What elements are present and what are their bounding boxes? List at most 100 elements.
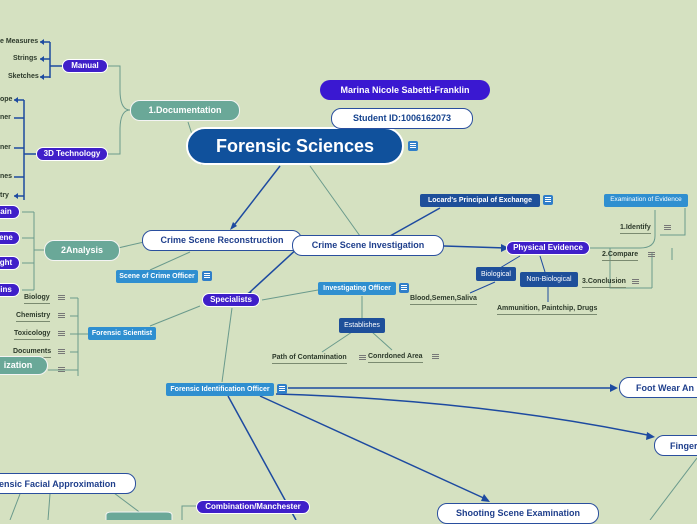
non-biological-node[interactable]: Non-Biological [520, 272, 578, 287]
exam-step-conclusion[interactable]: 3.Conclusion [582, 278, 626, 288]
partial-node [105, 511, 173, 520]
path-of-contamination[interactable]: Path of Contamination [272, 354, 347, 364]
arrowhead [40, 56, 44, 62]
link-fio-finger [275, 393, 653, 437]
combination-node[interactable]: Combination/Manchester [196, 500, 310, 514]
note-icon[interactable] [648, 252, 655, 258]
fs-toxicology[interactable]: Toxicology [14, 330, 51, 340]
link-spec-fio [221, 307, 233, 383]
link-doc-manual [108, 65, 131, 111]
biological-detail[interactable]: Blood,Semen,Saliva [410, 295, 477, 305]
link-manual-children [40, 41, 62, 78]
link-exam [588, 210, 656, 249]
tech3d-child-2[interactable]: ner [0, 114, 11, 121]
fs-chemistry[interactable]: Chemistry [16, 312, 51, 322]
arrowhead [610, 384, 618, 392]
finger-node[interactable]: Finger [654, 435, 697, 456]
link-physical-nonbio [539, 255, 546, 273]
establishes-node[interactable]: Establishes [339, 318, 385, 333]
fs-biology[interactable]: Biology [24, 294, 50, 304]
exam-step-compare[interactable]: 2.Compare [602, 251, 639, 261]
note-icon[interactable] [58, 349, 65, 355]
specialists-node[interactable]: Specialists [202, 293, 260, 307]
link-bio-detail [469, 281, 496, 294]
arrowhead [40, 39, 44, 45]
manual-child-strings[interactable]: Strings [13, 55, 38, 62]
examination-node[interactable]: Examination of Evidence [604, 194, 688, 207]
shooting-scene-node[interactable]: Shooting Scene Examination [437, 503, 599, 524]
analysis-node[interactable]: 2Analysis [44, 240, 120, 261]
tech3d-child-3[interactable]: ner [0, 144, 11, 151]
arrowhead [14, 193, 18, 199]
note-icon[interactable] [58, 295, 65, 301]
note-icon[interactable] [632, 279, 639, 285]
tech3d-child-5[interactable]: try [0, 192, 9, 199]
investigating-officer-node[interactable]: Investigating Officer [318, 282, 396, 295]
note-icon[interactable] [58, 331, 65, 337]
author-name[interactable]: Marina Nicole Sabetti-Franklin [320, 80, 490, 100]
analysis-child-3[interactable]: ght [0, 256, 20, 270]
link-fio-combination [227, 395, 297, 520]
link-spec-io [261, 289, 319, 301]
note-icon[interactable] [359, 355, 366, 361]
exam-step-identify[interactable]: 1.Identify [620, 224, 651, 234]
note-icon[interactable] [202, 271, 212, 281]
note-icon[interactable] [664, 225, 671, 231]
link-fs-children [48, 297, 88, 376]
arrowhead [501, 244, 509, 252]
arrowhead [230, 222, 237, 230]
scene-officer-node[interactable]: Scene of Crime Officer [116, 270, 198, 283]
forensic-scientist-node[interactable]: Forensic Scientist [88, 327, 156, 340]
link-recon-sco [149, 251, 191, 271]
note-icon[interactable] [432, 354, 439, 360]
ization-node[interactable]: ization [0, 356, 48, 375]
arrowhead [40, 74, 44, 80]
link-invest-locard [389, 207, 441, 237]
note-icon[interactable] [58, 313, 65, 319]
cordoned-area[interactable]: Conrdoned Area [368, 353, 423, 363]
note-icon[interactable] [399, 283, 409, 293]
fio-node[interactable]: Forensic Identification Officer [166, 383, 274, 396]
link-fio-shooting [259, 395, 489, 501]
link-physical-bio [499, 255, 521, 269]
note-icon[interactable] [543, 195, 553, 205]
student-id[interactable]: Student ID:1006162073 [331, 108, 473, 129]
physical-evidence-node[interactable]: Physical Evidence [506, 241, 590, 255]
crime-scene-reconstruction-node[interactable]: Crime Scene Reconstruction [142, 230, 302, 251]
analysis-child-2[interactable]: ene [0, 231, 20, 245]
manual-child-measures[interactable]: e Measures [0, 38, 39, 45]
link-root-reconstruction [231, 165, 281, 229]
analysis-child-1[interactable]: ain [0, 205, 20, 219]
link-combination-bracket [181, 505, 196, 520]
link-root-investigation [309, 165, 361, 237]
link-sco-fs [149, 305, 201, 327]
analysis-child-4[interactable]: ins [0, 283, 20, 297]
manual-node[interactable]: Manual [62, 59, 108, 73]
locard-node[interactable]: Locard's Principal of Exchange [420, 194, 540, 207]
biological-node[interactable]: Biological [476, 267, 516, 281]
root-topic[interactable]: Forensic Sciences [186, 127, 404, 165]
arrowhead [14, 97, 18, 103]
link-exam-to-steps [590, 247, 652, 289]
non-biological-detail[interactable]: Ammunition, Paintchip, Drugs [497, 305, 598, 315]
link-finger-children [649, 457, 697, 520]
manual-child-sketches[interactable]: Sketches [8, 73, 39, 80]
documentation-node[interactable]: 1.Documentation [130, 100, 240, 121]
facial-approximation-node[interactable]: ensic Facial Approximation [0, 473, 136, 494]
crime-scene-investigation-node[interactable]: Crime Scene Investigation [292, 235, 444, 256]
link-doc-3d [108, 109, 131, 155]
tech3d-node[interactable]: 3D Technology [36, 147, 108, 161]
link-establishes-children [321, 331, 393, 353]
link-invest-specialists [249, 245, 301, 293]
arrowhead [646, 432, 655, 440]
note-icon[interactable] [277, 384, 287, 394]
link-recon-analysis [117, 241, 145, 249]
link-3d-children [14, 99, 36, 200]
note-icon[interactable] [408, 141, 418, 151]
tech3d-child-1[interactable]: ope [0, 96, 13, 103]
link-invest-physical [443, 245, 507, 249]
note-icon[interactable] [58, 367, 65, 373]
footwear-node[interactable]: Foot Wear An [619, 377, 697, 398]
tech3d-child-4[interactable]: nes [0, 173, 13, 180]
